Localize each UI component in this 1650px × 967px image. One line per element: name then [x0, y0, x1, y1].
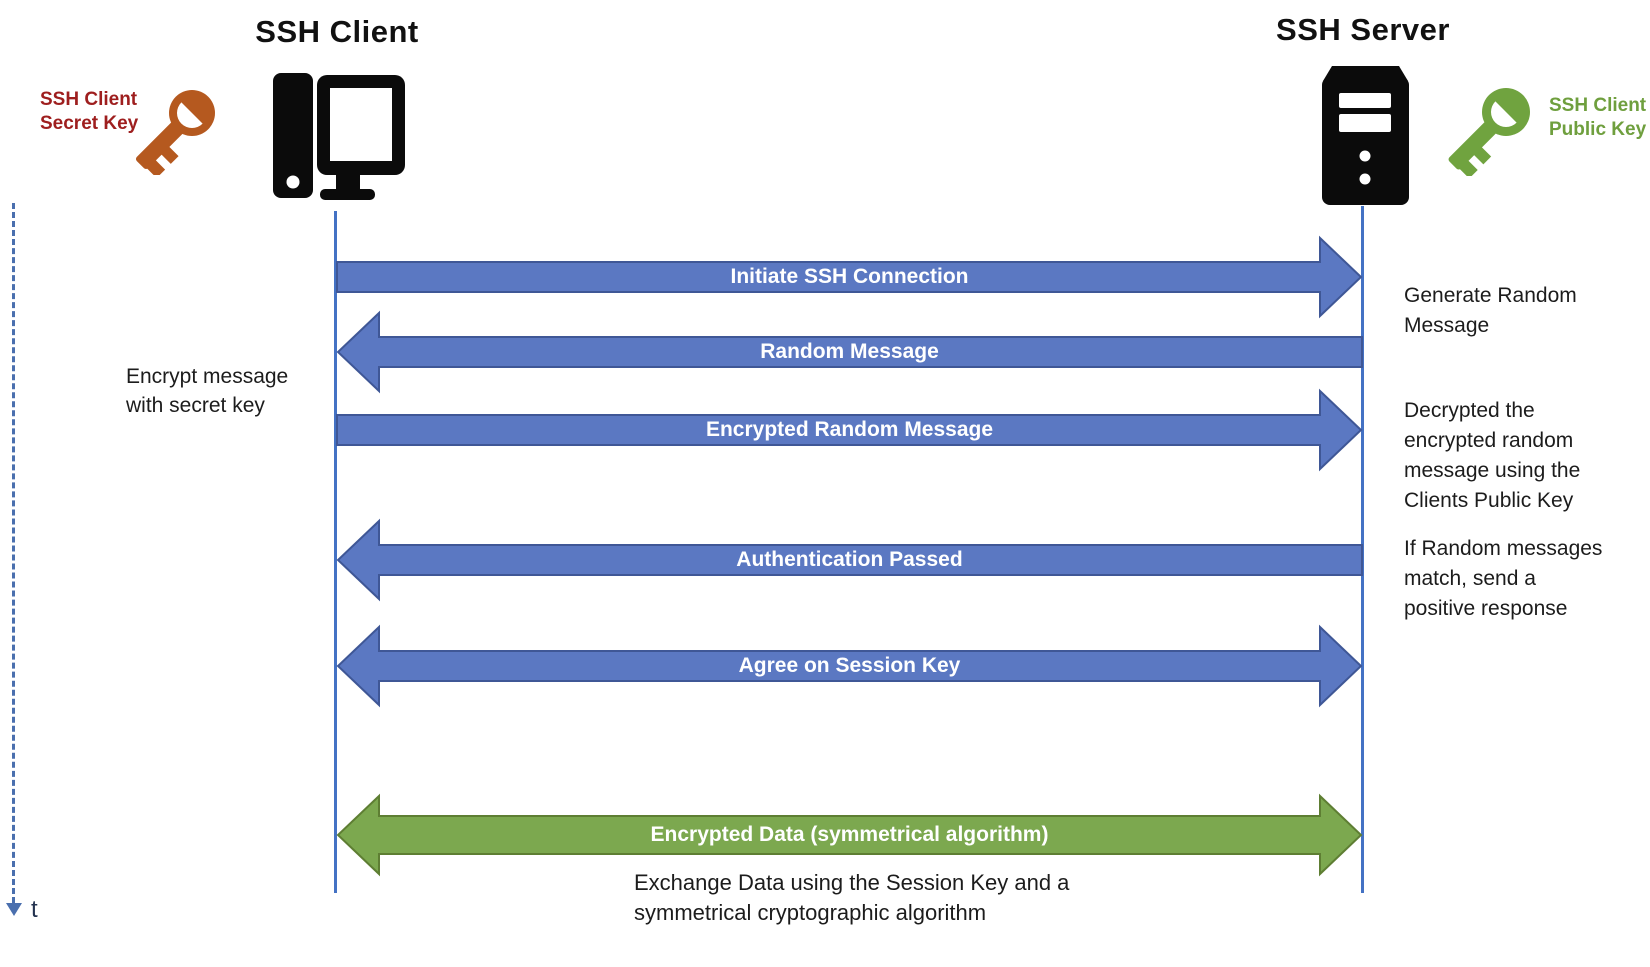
message-agree-on-session-key: Agree on Session Key [336, 624, 1363, 708]
server-public-key-icon [1448, 88, 1530, 176]
message-authentication-passed: Authentication Passed [336, 518, 1363, 602]
message-random-message: Random Message [336, 310, 1363, 394]
message-encrypted-random-message: Encrypted Random Message [336, 388, 1363, 472]
note-encrypt-message: Encrypt message with secret key [126, 365, 289, 417]
client-title: SSH Client [255, 14, 419, 49]
client-secret-key-icon [135, 90, 215, 175]
client-key-label: SSH Client Secret Key [40, 89, 139, 134]
message-label: Agree on Session Key [738, 654, 961, 677]
note-generate-random-message: Generate Random Message [1404, 284, 1577, 337]
message-initiate-ssh-connection: Initiate SSH Connection [336, 235, 1363, 319]
message-label: Encrypted Random Message [705, 418, 994, 441]
message-label: Authentication Passed [736, 548, 963, 571]
message-label: Random Message [760, 340, 939, 363]
message-label: Encrypted Data (symmetrical algorithm) [650, 823, 1049, 846]
server-title: SSH Server [1276, 12, 1450, 47]
message-encrypted-data: Encrypted Data (symmetrical algorithm) [336, 793, 1363, 877]
note-decrypted-message: Decrypted the encrypted random message u… [1404, 399, 1581, 512]
note-exchange-data: Exchange Data using the Session Key and … [634, 870, 1070, 925]
client-lifeline [334, 211, 337, 893]
note-positive-response: If Random messages match, send a positiv… [1404, 537, 1603, 620]
time-axis-line [12, 203, 15, 903]
time-axis-label: t [31, 896, 38, 923]
client-computer-icon [273, 73, 405, 200]
server-icon [1322, 66, 1409, 205]
message-label: Initiate SSH Connection [730, 265, 969, 288]
time-axis-arrowhead-icon [6, 903, 22, 916]
server-key-label: SSH Client Public Key [1549, 95, 1647, 140]
